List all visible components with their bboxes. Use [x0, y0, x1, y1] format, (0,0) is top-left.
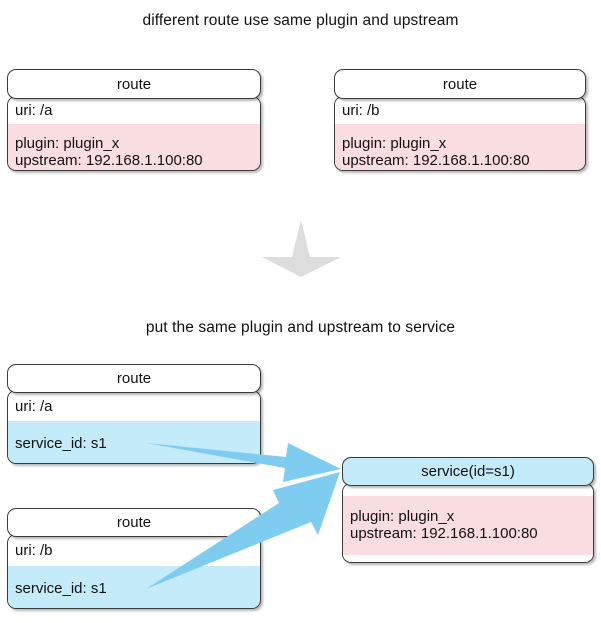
route-a-uri-row: uri: /a — [8, 97, 260, 124]
route-node-a2[interactable]: route uri: /a service_id: s1 — [7, 364, 261, 464]
route-b2-body: uri: /b service_id: s1 — [7, 534, 261, 609]
route-a-plugin-block: plugin: plugin_x upstream: 192.168.1.100… — [8, 124, 260, 170]
route-node-b2[interactable]: route uri: /b service_id: s1 — [7, 508, 261, 609]
service-upstream-text: upstream: 192.168.1.100:80 — [350, 525, 538, 542]
service-plugin-text: plugin: plugin_x — [350, 508, 455, 525]
service-spacer-top — [343, 484, 593, 496]
route-a2-uri-row: uri: /a — [8, 391, 260, 421]
route-b-plugin-block: plugin: plugin_x upstream: 192.168.1.100… — [335, 124, 585, 170]
route-a-plugin-text: plugin: plugin_x — [15, 135, 120, 152]
route-node-b[interactable]: route uri: /b plugin: plugin_x upstream:… — [334, 69, 586, 171]
service-spacer-bottom — [343, 555, 593, 562]
service-node[interactable]: service(id=s1) plugin: plugin_x upstream… — [342, 457, 594, 563]
route-a2-header: route — [7, 364, 261, 393]
service-header: service(id=s1) — [342, 457, 594, 486]
route-node-a[interactable]: route uri: /a plugin: plugin_x upstream:… — [7, 69, 261, 171]
route-a2-service-id-row: service_id: s1 — [8, 421, 260, 463]
route-b2-uri-row: uri: /b — [8, 535, 260, 566]
service-plugin-block: plugin: plugin_x upstream: 192.168.1.100… — [343, 496, 593, 555]
service-body: plugin: plugin_x upstream: 192.168.1.100… — [342, 483, 594, 563]
route-b-header: route — [334, 69, 586, 99]
route-a-upstream-text: upstream: 192.168.1.100:80 — [15, 152, 203, 169]
route-a-header: route — [7, 69, 261, 99]
down-arrow-icon — [262, 220, 341, 277]
route-b-plugin-text: plugin: plugin_x — [342, 135, 447, 152]
route-a2-body: uri: /a service_id: s1 — [7, 390, 261, 464]
route-b-upstream-text: upstream: 192.168.1.100:80 — [342, 152, 530, 169]
route-b-uri-row: uri: /b — [335, 97, 585, 124]
route-b2-service-id-row: service_id: s1 — [8, 566, 260, 608]
bottom-section-caption: put the same plugin and upstream to serv… — [145, 319, 456, 336]
route-b-body: uri: /b plugin: plugin_x upstream: 192.1… — [334, 96, 586, 171]
route-a-body: uri: /a plugin: plugin_x upstream: 192.1… — [7, 96, 261, 171]
top-section-caption: different route use same plugin and upst… — [142, 12, 459, 29]
route-b2-header: route — [7, 508, 261, 537]
